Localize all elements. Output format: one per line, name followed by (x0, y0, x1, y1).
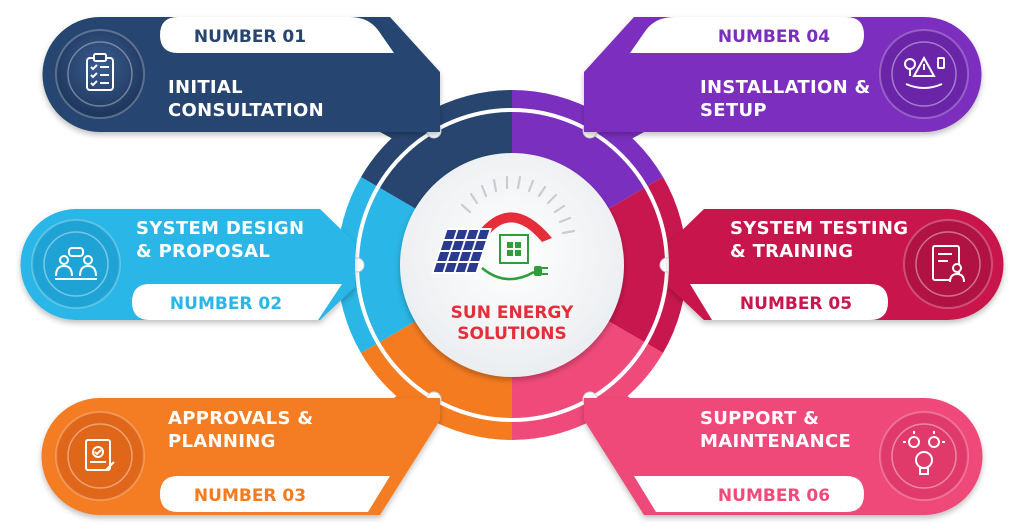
step-card-1: NUMBER 01 INITIAL CONSULTATION (42, 17, 440, 132)
step-title-3a: APPROVALS & (168, 408, 313, 429)
step-card-5: NUMBER 05 SYSTEM TESTING & TRAINING (669, 209, 1004, 321)
plug-icon (481, 267, 535, 281)
number-tab-1 (160, 17, 394, 53)
number-tab-2 (132, 284, 342, 320)
step-number-2: NUMBER 02 (170, 294, 282, 314)
step-title-3b: PLANNING (168, 431, 276, 452)
step-title-5a: SYSTEM TESTING (730, 218, 908, 239)
step-card-3: NUMBER 03 APPROVALS & PLANNING (41, 398, 441, 515)
step-card-4: NUMBER 04 INSTALLATION & SETUP (584, 17, 982, 132)
gears-bulb-icon (903, 431, 945, 475)
step-title-6b: MAINTENANCE (700, 431, 851, 452)
step-title-6a: SUPPORT & (700, 408, 819, 429)
sun-rays (460, 175, 576, 235)
checklist-person-icon (932, 245, 965, 283)
number-tab-4 (630, 17, 864, 53)
step-number-1: NUMBER 01 (194, 27, 306, 47)
brand-line-2: SOLUTIONS (457, 324, 567, 344)
team-meeting-icon (55, 247, 97, 280)
number-tab-6 (634, 476, 864, 512)
step-number-3: NUMBER 03 (194, 486, 306, 506)
step-title-2b: & PROPOSAL (136, 241, 270, 262)
document-approval-icon (85, 439, 115, 471)
house-icon (499, 234, 529, 264)
step-title-2a: SYSTEM DESIGN (136, 218, 304, 239)
step-card-2: NUMBER 02 SYSTEM DESIGN & PROPOSAL (20, 209, 356, 321)
brand-line-1: SUN ENERGY (451, 303, 574, 323)
step-card-6: NUMBER 06 SUPPORT & MAINTENANCE (584, 398, 983, 515)
roof-icon (478, 212, 552, 242)
step-number-4: NUMBER 04 (718, 27, 830, 47)
clipboard-checklist-icon (86, 53, 114, 91)
step-title-1b: CONSULTATION (168, 100, 324, 121)
number-tab-5 (690, 284, 888, 320)
solar-panel-icon (431, 228, 492, 274)
step-title-4a: INSTALLATION & (700, 77, 871, 98)
step-number-5: NUMBER 05 (740, 294, 852, 314)
center-logo: SUN ENERGY SOLUTIONS (400, 153, 624, 377)
electrical-setup-icon (904, 55, 945, 89)
step-number-6: NUMBER 06 (718, 486, 830, 506)
number-tab-3 (160, 476, 390, 512)
step-title-1a: INITIAL (168, 77, 243, 98)
step-title-4b: SETUP (700, 100, 767, 121)
step-title-5b: & TRAINING (730, 241, 853, 262)
